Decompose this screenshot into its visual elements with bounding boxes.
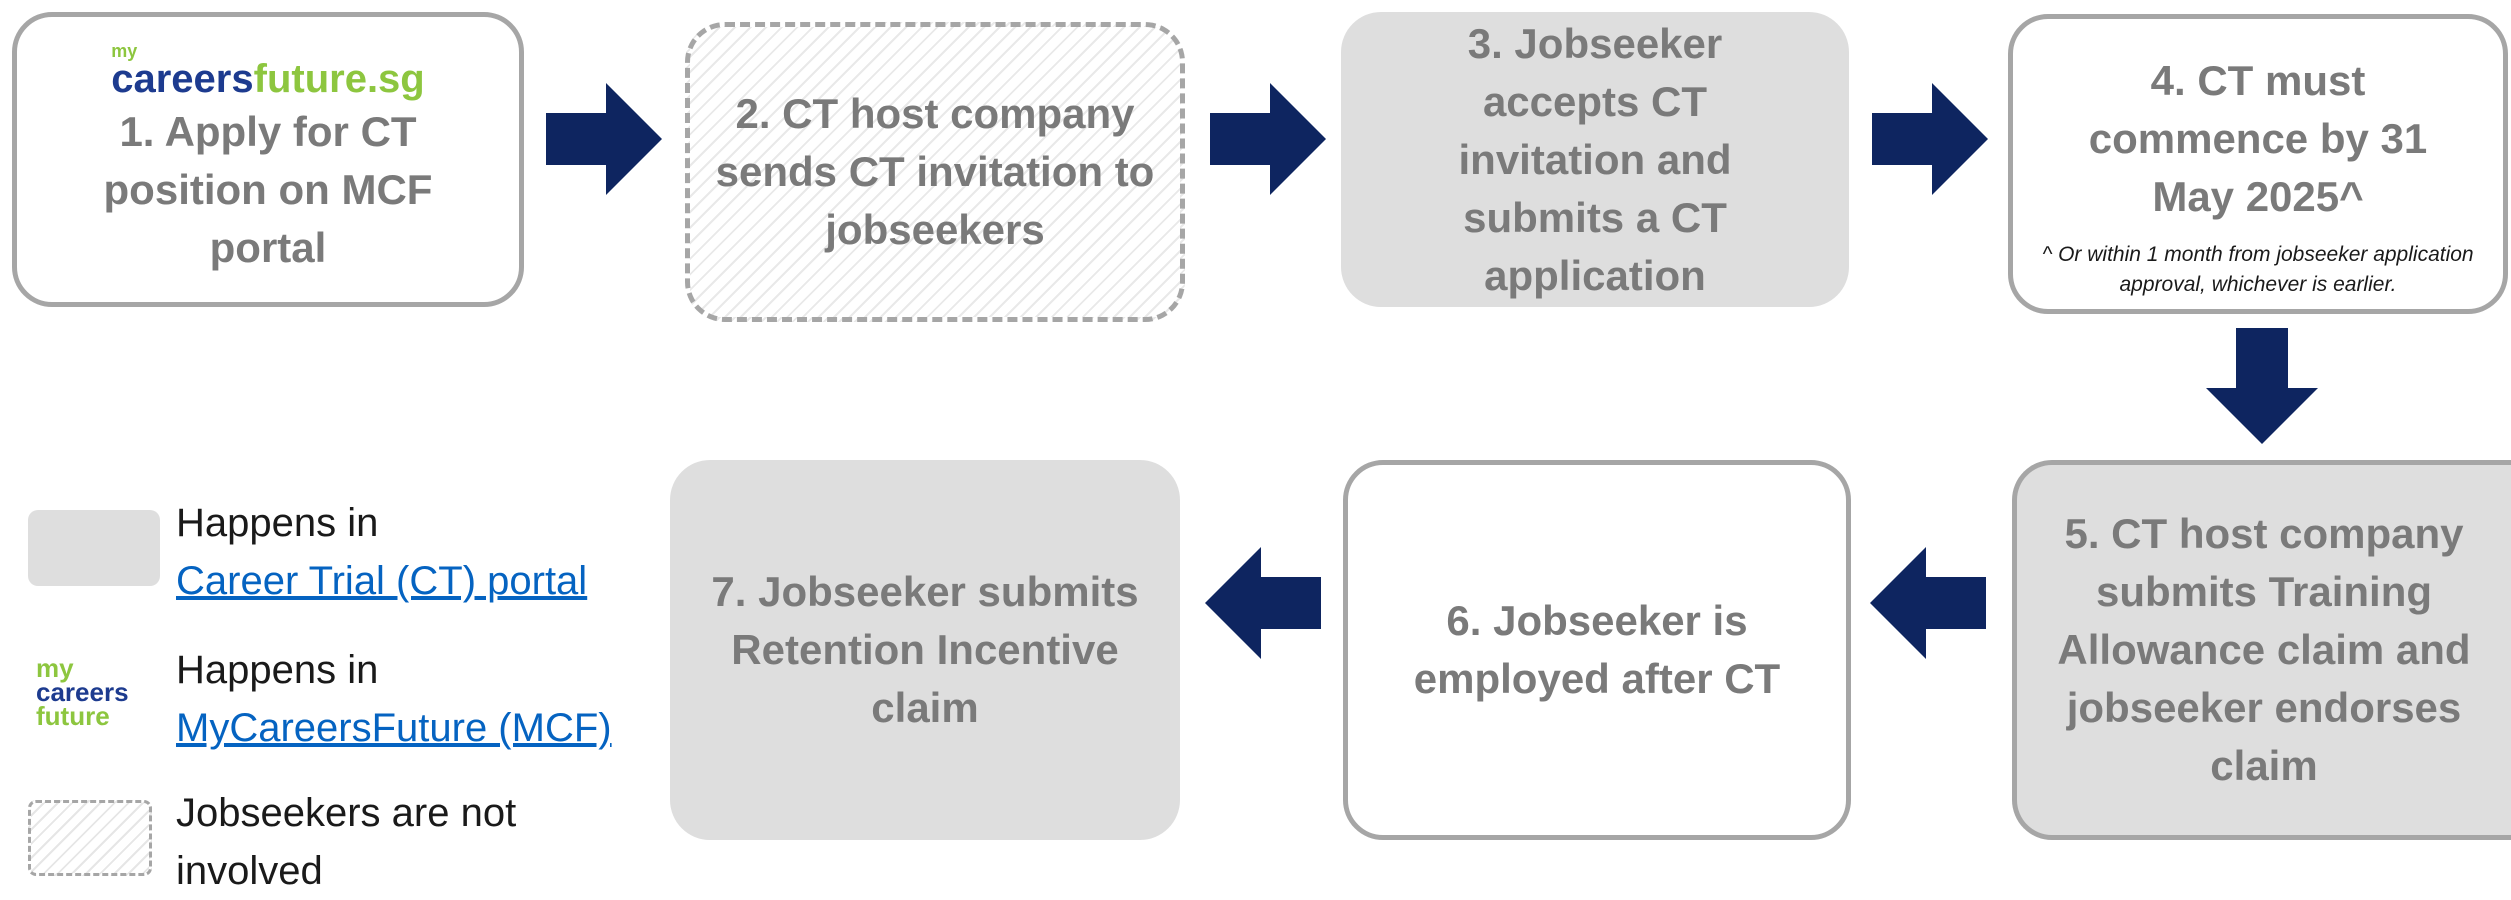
- step-5-box: 5. CT host company submits Training Allo…: [2012, 460, 2511, 840]
- down-arrow-icon: [2206, 328, 2318, 444]
- step-7-box: 7. Jobseeker submits Retention Incentive…: [670, 460, 1180, 840]
- left-arrow-icon: [1870, 547, 1986, 659]
- step-4-text: 4. CT must commence by 31 May 2025^: [2088, 57, 2428, 220]
- step-2-text: 2. CT host company sends CT invitation t…: [715, 90, 1155, 253]
- right-arrow-icon: [1872, 83, 1988, 195]
- right-arrow-icon: [1210, 83, 1326, 195]
- step-7-text: 7. Jobseeker submits Retention Incentive…: [711, 568, 1139, 731]
- legend-ct-portal-label: Happens in: [176, 501, 379, 545]
- step-4-box: 4. CT must commence by 31 May 2025^ ^ Or…: [2008, 14, 2508, 314]
- step-6-text: 6. Jobseeker is employed after CT: [1413, 597, 1781, 702]
- step-3-box: 3. Jobseeker accepts CT invitation and s…: [1341, 12, 1849, 307]
- step-4-footnote: ^ Or within 1 month from jobseeker appli…: [2042, 243, 2474, 296]
- step-1-text: 1. Apply for CT position on MCF portal: [103, 107, 433, 271]
- step-2-box: 2. CT host company sends CT invitation t…: [685, 22, 1185, 322]
- legend-not-involved: Jobseekers are not involved: [176, 791, 517, 893]
- mcf-logo-icon: my careers future: [36, 653, 129, 731]
- step-5-text: 5. CT host company submits Training Allo…: [2057, 510, 2471, 789]
- mcf-link[interactable]: MyCareersFuture (MCF): [176, 706, 612, 750]
- step-3-text: 3. Jobseeker accepts CT invitation and s…: [1458, 19, 1732, 299]
- legend-hatch-swatch: [28, 800, 152, 876]
- legend-mcf-label: Happens in: [176, 648, 379, 692]
- right-arrow-icon: [546, 83, 662, 195]
- legend-grey-swatch: [28, 510, 160, 586]
- left-arrow-icon: [1205, 547, 1321, 659]
- legend-mcf: Happens in MyCareersFuture (MCF): [176, 641, 612, 757]
- legend-ct-portal: Happens in Career Trial (CT) portal: [176, 494, 587, 610]
- step-6-box: 6. Jobseeker is employed after CT: [1343, 460, 1851, 840]
- ct-portal-link[interactable]: Career Trial (CT) portal: [176, 559, 588, 603]
